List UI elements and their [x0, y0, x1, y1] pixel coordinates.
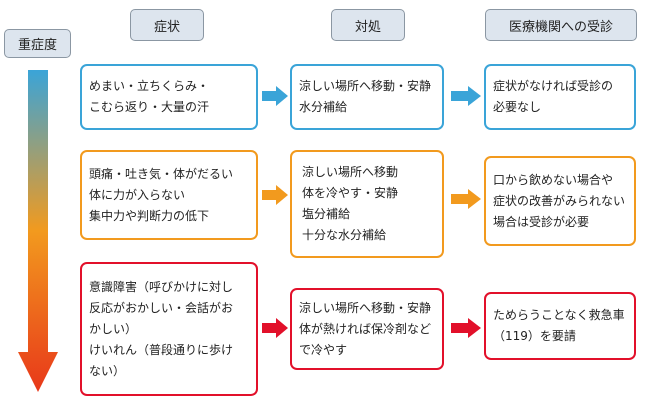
- severe-arrow-icon-2: [451, 318, 481, 338]
- mild-response-box: 涼しい場所へ移動・安静 水分補給: [290, 64, 444, 130]
- severe-response-line-1: 涼しい場所へ移動・安静: [299, 300, 432, 315]
- medical-header: 医療機関への受診: [485, 9, 637, 41]
- mild-medical-line-2: 必要なし: [493, 100, 542, 114]
- mild-medical-line-1: 症状がなければ受診の: [493, 79, 614, 93]
- moderate-response-line-4: 十分な水分補給: [302, 228, 387, 242]
- symptoms-header: 症状: [130, 9, 204, 41]
- moderate-arrow-icon-1: [262, 185, 288, 205]
- mild-symptoms-box: めまい・立ちくらみ・ こむら返り・大量の汗: [80, 64, 258, 130]
- response-header: 対処: [331, 9, 405, 41]
- moderate-symptom-line-3: 集中力や判断力の低下: [89, 208, 210, 223]
- severe-arrow-icon-1: [262, 318, 288, 338]
- moderate-arrow-icon-2: [451, 189, 481, 209]
- severe-symptom-line-1: 意識障害（呼びかけに対し: [89, 279, 234, 294]
- severe-medical-line-2: （119）を要請: [493, 329, 576, 343]
- moderate-response-line-1: 涼しい場所へ移動: [302, 165, 399, 179]
- severe-symptom-line-2: 反応がおかしい・会話がお: [89, 300, 234, 315]
- severe-response-box: 涼しい場所へ移動・安静 体が熱ければ保冷剤など で冷やす: [290, 288, 444, 370]
- moderate-response-box: 涼しい場所へ移動 体を冷やす・安静 塩分補給 十分な水分補給: [290, 150, 444, 258]
- severe-medical-box: ためらうことなく救急車 （119）を要請: [484, 292, 636, 360]
- severity-arrow-icon: [18, 70, 58, 392]
- severe-response-line-3: で冷やす: [299, 342, 348, 357]
- severe-symptom-line-4: けいれん（普段通りに歩け: [89, 342, 234, 357]
- moderate-medical-line-3: 場合は受診が必要: [493, 214, 590, 229]
- mild-response-line-1: 涼しい場所へ移動・安静: [299, 79, 432, 93]
- mild-arrow-icon-2: [451, 86, 481, 106]
- moderate-symptom-line-2: 体に力が入らない: [89, 187, 186, 202]
- moderate-medical-box: 口から飲めない場合や 症状の改善がみられない 場合は受診が必要: [484, 156, 636, 246]
- moderate-symptom-line-1: 頭痛・吐き気・体がだるい: [89, 166, 234, 181]
- moderate-response-line-2: 体を冷やす・安静: [302, 186, 399, 200]
- moderate-symptoms-box: 頭痛・吐き気・体がだるい 体に力が入らない 集中力や判断力の低下: [80, 150, 258, 240]
- mild-medical-box: 症状がなければ受診の 必要なし: [484, 64, 636, 130]
- mild-symptom-line-2: こむら返り・大量の汗: [89, 100, 210, 114]
- mild-arrow-icon-1: [262, 86, 288, 106]
- severe-response-line-2: 体が熱ければ保冷剤など: [299, 321, 432, 336]
- moderate-medical-line-2: 症状の改善がみられない: [493, 193, 626, 208]
- mild-response-line-2: 水分補給: [299, 100, 348, 114]
- mild-symptom-line-1: めまい・立ちくらみ・: [89, 79, 210, 93]
- severe-symptom-line-5: ない）: [89, 363, 126, 378]
- severe-symptoms-box: 意識障害（呼びかけに対し 反応がおかしい・会話がお かしい） けいれん（普段通り…: [80, 262, 258, 396]
- severe-medical-line-1: ためらうことなく救急車: [493, 308, 625, 322]
- moderate-medical-line-1: 口から飲めない場合や: [493, 172, 614, 187]
- severity-header: 重症度: [4, 29, 71, 58]
- moderate-response-line-3: 塩分補給: [302, 207, 351, 221]
- severe-symptom-line-3: かしい）: [89, 321, 138, 336]
